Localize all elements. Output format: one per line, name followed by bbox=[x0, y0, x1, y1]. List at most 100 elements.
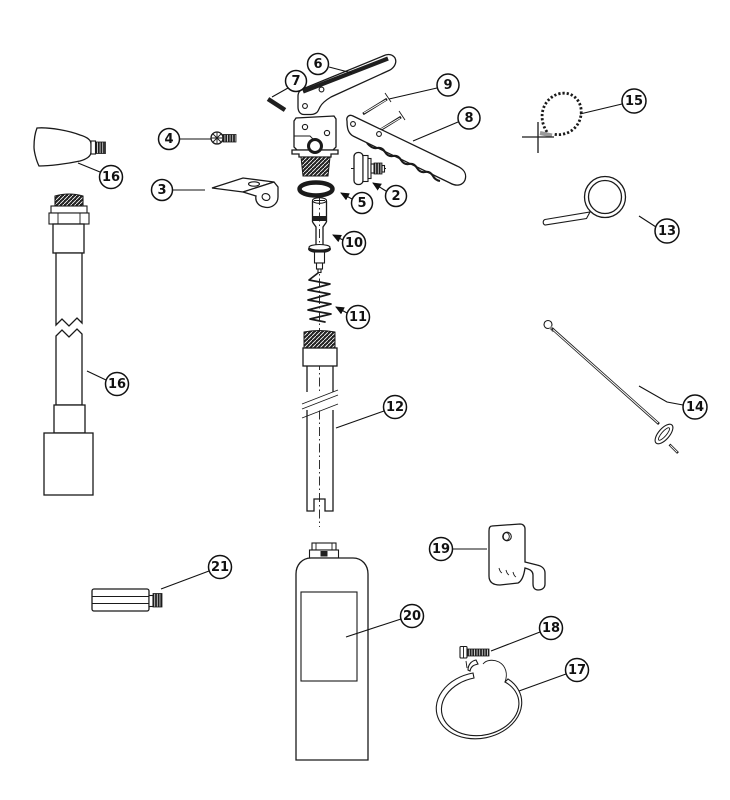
callout-circle bbox=[157, 127, 181, 151]
callout-leader-line bbox=[372, 182, 387, 192]
callout-13: 13 bbox=[638, 215, 680, 244]
o-ring-drawing bbox=[297, 180, 335, 198]
spring-drawing bbox=[307, 272, 332, 323]
callout-part-number: 3 bbox=[157, 183, 166, 198]
callout-leader-line bbox=[335, 306, 348, 315]
callout-part-number: 16 bbox=[108, 377, 126, 392]
callout-part-number: 17 bbox=[568, 663, 586, 678]
callout-circle bbox=[98, 164, 124, 190]
callout-8: 8 bbox=[412, 106, 481, 142]
pull-pin-drawing bbox=[542, 175, 627, 226]
mounting-bracket-drawing bbox=[211, 177, 279, 209]
callout-leader-line bbox=[412, 121, 459, 142]
callout-part-number: 4 bbox=[164, 132, 173, 147]
callout-circle bbox=[654, 218, 680, 244]
callout-leader-line bbox=[388, 87, 438, 100]
callout-circle bbox=[428, 536, 454, 562]
callout-part-number: 16 bbox=[102, 170, 120, 185]
callout-part-number: 5 bbox=[357, 196, 366, 211]
callout-19: 19 bbox=[428, 536, 487, 562]
callout-16: 16 bbox=[86, 370, 130, 397]
cartridge-drawing bbox=[91, 588, 163, 612]
callout-leader-line bbox=[638, 215, 657, 228]
callout-part-number: 15 bbox=[625, 94, 643, 109]
callout-14: 14 bbox=[638, 385, 708, 420]
callout-part-number: 18 bbox=[542, 621, 560, 636]
callout-17: 17 bbox=[518, 657, 590, 692]
callout-leader-line bbox=[271, 87, 289, 98]
callout-18: 18 bbox=[490, 615, 564, 652]
callout-part-number: 19 bbox=[432, 542, 450, 557]
callout-circle bbox=[457, 106, 481, 130]
callout-part-number: 8 bbox=[464, 111, 473, 126]
callout-10: 10 bbox=[332, 230, 367, 256]
callout-leader-line bbox=[638, 385, 684, 406]
squeeze-handle-drawing bbox=[297, 53, 397, 116]
callout-part-number: 9 bbox=[443, 78, 452, 93]
cylinder-tank-drawing bbox=[295, 542, 369, 761]
tamper-seal-drawing bbox=[522, 91, 583, 153]
callout-12: 12 bbox=[335, 394, 408, 429]
callout-part-number: 7 bbox=[291, 74, 300, 89]
callout-leader-line bbox=[340, 192, 353, 201]
callout-circle bbox=[345, 304, 371, 330]
callout-part-number: 12 bbox=[386, 400, 404, 415]
hinge-pin-drawing bbox=[266, 97, 287, 112]
siphon-tube-drawing bbox=[301, 330, 339, 512]
hex-bolt-drawing bbox=[459, 645, 490, 659]
valve-body-drawing bbox=[291, 115, 339, 177]
callout-circle bbox=[341, 230, 367, 256]
callout-part-number: 10 bbox=[345, 236, 363, 251]
callout-circle bbox=[621, 88, 647, 114]
callout-part-number: 11 bbox=[349, 310, 367, 325]
callout-circle bbox=[350, 191, 374, 215]
callout-leader-line bbox=[332, 234, 344, 243]
callout-circle bbox=[436, 73, 460, 97]
callout-leader-line bbox=[518, 673, 567, 692]
pressure-gauge-drawing bbox=[351, 151, 386, 186]
callout-20: 20 bbox=[345, 603, 425, 638]
callout-15: 15 bbox=[579, 88, 647, 115]
callout-21: 21 bbox=[160, 554, 233, 590]
callout-7: 7 bbox=[271, 69, 308, 98]
callout-part-number: 6 bbox=[313, 57, 322, 72]
callout-2: 2 bbox=[372, 182, 408, 208]
callout-circle bbox=[538, 615, 564, 641]
callout-part-number: 14 bbox=[686, 400, 704, 415]
callout-leader-line bbox=[335, 410, 385, 429]
callout-part-number: 2 bbox=[391, 189, 400, 204]
carry-lever-drawing bbox=[346, 114, 467, 186]
callout-part-number: 21 bbox=[211, 560, 229, 575]
callout-circle bbox=[682, 394, 708, 420]
callout-circle bbox=[150, 178, 174, 202]
callout-4: 4 bbox=[157, 127, 211, 151]
callout-16: 16 bbox=[77, 162, 124, 190]
callout-9: 9 bbox=[388, 73, 460, 100]
callout-layer: 67 9 8 15 4 16 3 5 2 13 10 11 16 12 14 19 21 20 18 17 bbox=[77, 52, 708, 692]
callout-circle bbox=[564, 657, 590, 683]
callout-leader-line bbox=[490, 631, 541, 652]
rivet-pins-drawing bbox=[362, 92, 406, 134]
callout-leader-line bbox=[86, 370, 107, 381]
discharge-horn-drawing bbox=[33, 127, 106, 167]
callout-11: 11 bbox=[335, 304, 371, 330]
callout-part-number: 13 bbox=[658, 224, 676, 239]
callout-circle bbox=[382, 394, 408, 420]
callout-leader-line bbox=[77, 162, 101, 173]
band-clamp-drawing bbox=[435, 659, 523, 740]
gauge-rod-drawing bbox=[543, 319, 679, 454]
valve-stem-drawing bbox=[308, 197, 331, 274]
callout-circle bbox=[306, 52, 330, 76]
callout-leader-line bbox=[579, 103, 623, 115]
callout-part-number: 20 bbox=[403, 609, 421, 624]
callout-6: 6 bbox=[306, 52, 353, 76]
wall-hook-drawing bbox=[488, 523, 546, 591]
screw-drawing bbox=[210, 131, 237, 145]
callout-leader-line bbox=[328, 66, 353, 74]
callout-leader-line bbox=[345, 618, 402, 638]
callout-circle bbox=[384, 184, 408, 208]
callout-leader-line bbox=[160, 570, 210, 590]
callout-circle bbox=[207, 554, 233, 580]
